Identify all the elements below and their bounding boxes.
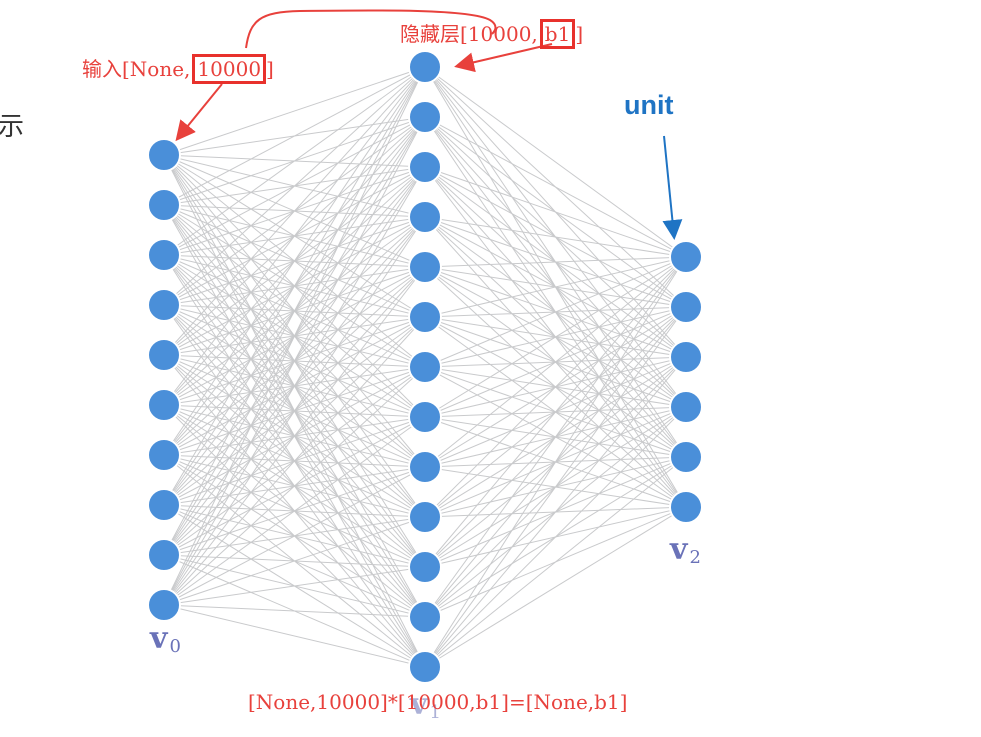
edge-l0-8-0: [163, 66, 426, 556]
hidden-node-9: [408, 500, 442, 534]
input-node-2: [147, 238, 181, 272]
output-node-0: [669, 240, 703, 274]
edge-l1-12-2: [424, 356, 687, 668]
edge-l0-9-11: [163, 604, 426, 618]
edge-l1-12-3: [424, 406, 687, 668]
edge-l0-9-4: [163, 266, 426, 606]
edge-l1-0-0: [424, 66, 687, 258]
hidden-node-2: [408, 150, 442, 184]
input-node-0: [147, 138, 181, 172]
input-layer-symbol: v: [150, 621, 168, 656]
output-node-4: [669, 440, 703, 474]
edge-l0-3-0: [163, 66, 426, 306]
edge-l0-9-9: [163, 516, 426, 606]
output-node-2: [669, 340, 703, 374]
edge-l0-9-7: [163, 416, 426, 606]
input-node-4: [147, 338, 181, 372]
output-node-3: [669, 390, 703, 424]
clipped-edge-text: 示: [0, 112, 25, 142]
output-layer-symbol: v: [670, 532, 688, 567]
edge-l1-12-5: [424, 506, 687, 668]
hidden-node-3: [408, 200, 442, 234]
hidden-node-1: [408, 100, 442, 134]
edge-l1-3-0: [424, 216, 687, 258]
output-layer-subscript: 2: [689, 547, 701, 568]
hidden-node-12: [408, 650, 442, 684]
hidden-node-4: [408, 250, 442, 284]
connection-edges: [163, 66, 687, 668]
input-node-6: [147, 438, 181, 472]
output-node-1: [669, 290, 703, 324]
edge-l1-5-0: [424, 256, 687, 318]
edge-l1-9-0: [424, 256, 687, 518]
edge-l0-2-0: [163, 66, 426, 256]
edge-l0-9-6: [163, 366, 426, 606]
hidden-annotation-prefix: 隐藏层[10000,: [400, 22, 538, 46]
input-node-5: [147, 388, 181, 422]
dimension-link-curve: [245, 9, 497, 49]
input-layer-subscript: 0: [169, 636, 181, 657]
edge-l0-0-0: [163, 66, 426, 156]
hidden-node-8: [408, 450, 442, 484]
unit-label: unit: [624, 90, 674, 120]
edge-l0-9-8: [163, 466, 426, 606]
input-node-8: [147, 538, 181, 572]
hidden-annotation-arrow: [454, 43, 553, 73]
edge-l0-9-5: [163, 316, 426, 606]
edge-l1-12-0: [424, 256, 687, 668]
hidden-dimension-highlight: b1: [539, 19, 576, 49]
hidden-node-10: [408, 550, 442, 584]
input-node-1: [147, 188, 181, 222]
edge-l1-2-0: [424, 166, 687, 258]
hidden-layer-subscript: 1: [429, 702, 441, 723]
edge-l1-1-0: [424, 116, 687, 258]
edge-l1-7-0: [424, 256, 687, 418]
hidden-annotation-suffix: ]: [575, 22, 584, 46]
matrix-formula: [None,10000]*[10000,b1]=[None,b1]: [248, 690, 628, 714]
input-annotation-arrow: [175, 83, 223, 142]
hidden-node-0: [408, 50, 442, 84]
edge-l1-12-4: [424, 456, 687, 668]
edge-l0-5-0: [163, 66, 426, 406]
input-annotation-prefix: 输入[None,: [82, 57, 191, 81]
edge-l1-8-0: [424, 256, 687, 468]
input-annotation: 输入[None,10000]: [82, 54, 274, 84]
input-node-9: [147, 588, 181, 622]
input-node-7: [147, 488, 181, 522]
edge-l0-9-10: [163, 566, 426, 606]
input-dimension-highlight: 10000: [192, 54, 267, 84]
edge-l1-12-1: [424, 306, 687, 668]
edge-l0-9-0: [163, 66, 426, 606]
hidden-node-11: [408, 600, 442, 634]
edge-l0-1-0: [163, 66, 426, 206]
input-node-3: [147, 288, 181, 322]
edge-l0-6-0: [163, 66, 426, 456]
edge-l0-9-1: [163, 116, 426, 606]
edge-l1-4-0: [424, 256, 687, 268]
input-annotation-suffix: ]: [266, 57, 274, 81]
edge-l0-9-3: [163, 216, 426, 606]
output-node-5: [669, 490, 703, 524]
edge-l0-4-0: [163, 66, 426, 356]
edge-l1-10-0: [424, 256, 687, 568]
hidden-node-6: [408, 350, 442, 384]
edge-l0-9-2: [163, 166, 426, 606]
edge-l0-7-0: [163, 66, 426, 506]
edge-l0-9-12: [163, 604, 426, 668]
hidden-node-7: [408, 400, 442, 434]
hidden-layer-symbol: v: [410, 687, 428, 722]
neuron-nodes: [147, 50, 703, 684]
edge-l1-11-0: [424, 256, 687, 618]
hidden-annotation: 隐藏层[10000,b1]: [400, 19, 584, 49]
edge-l1-6-0: [424, 256, 687, 368]
unit-arrow: [662, 135, 683, 240]
hidden-node-5: [408, 300, 442, 334]
